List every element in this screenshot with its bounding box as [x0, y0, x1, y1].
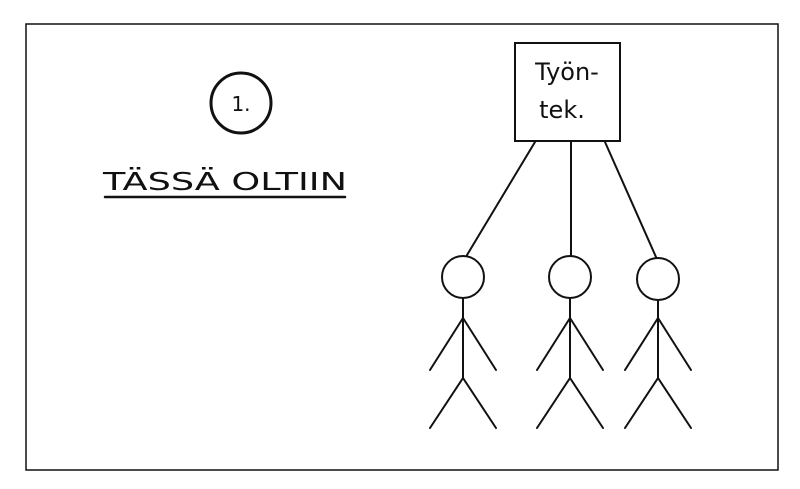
- stick-figure: [536, 255, 604, 429]
- stick-figure: [429, 255, 497, 429]
- number-label: 1.: [231, 92, 250, 116]
- employee-box-line1: Työn-: [534, 58, 599, 86]
- employee-box-line2: tek.: [539, 96, 585, 124]
- number-circle: [209, 71, 273, 135]
- stick-figure: [624, 257, 692, 429]
- employee-box: [514, 42, 621, 142]
- title: TÄSSÄ OLTIIN: [102, 167, 347, 196]
- frame: [25, 23, 779, 471]
- connector-lines: [466, 141, 657, 258]
